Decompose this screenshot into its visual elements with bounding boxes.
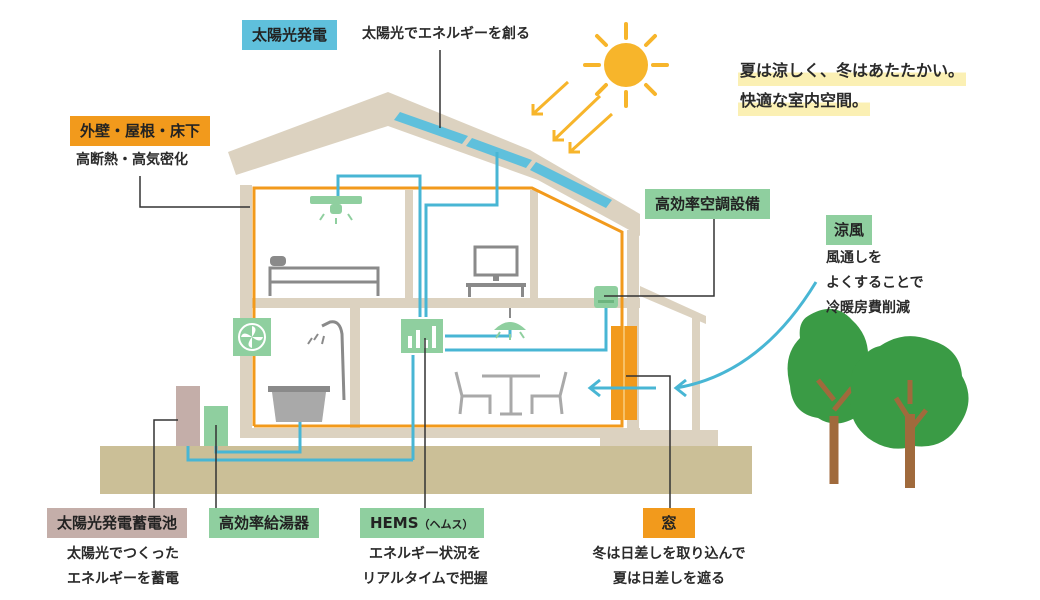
sunlight-arrows <box>531 80 614 154</box>
storage-battery <box>176 386 200 446</box>
bathtub-icon <box>268 386 330 422</box>
headline-line-2: 快適な室内空間。 <box>738 86 871 116</box>
hems-callout-title: HEMS（ヘムス） <box>360 508 484 538</box>
shower-icon <box>307 320 346 401</box>
headline: 夏は涼しく、冬はあたたかい。 快適な室内空間。 <box>738 56 967 116</box>
ventilation-fan-icon <box>233 318 271 356</box>
solar-panel-icon <box>394 112 612 208</box>
hems-monitor-icon <box>399 317 445 355</box>
solar-callout-text: 太陽光でエネルギーを創る <box>362 26 530 42</box>
aircon-callout-title: 高効率空調設備 <box>645 189 771 219</box>
ceiling-light-icon <box>310 196 362 224</box>
battery-callout-text: 太陽光でつくった エネルギーを蓄電 <box>67 546 179 587</box>
insulation-outline <box>252 186 624 428</box>
bed-icon <box>268 256 380 296</box>
breeze-callout-text: 風通しを よくすることで 冷暖房費削減 <box>826 250 924 316</box>
window-callout-title: 窓 <box>643 508 695 538</box>
tree-icon <box>787 308 872 484</box>
battery-callout-title: 太陽光発電蓄電池 <box>47 508 188 538</box>
breeze-arrows <box>587 281 818 398</box>
breeze-callout-title: 涼風 <box>826 215 873 245</box>
hems-callout-text: エネルギー状況を リアルタイムで把握 <box>362 546 488 587</box>
window <box>611 326 637 420</box>
water-heater-callout-title: 高効率給湯器 <box>209 508 320 538</box>
tree-icon <box>850 336 969 488</box>
walls-callout-text: 高断熱・高気密化 <box>76 152 188 168</box>
walls-callout-title: 外壁・屋根・床下 <box>70 116 211 146</box>
leader-lines <box>139 50 715 509</box>
solar-callout-title: 太陽光発電 <box>242 20 338 50</box>
pendant-lamp-icon <box>494 308 526 340</box>
sun-icon <box>583 22 669 108</box>
tv-desk-icon <box>466 245 526 297</box>
headline-line-1: 夏は涼しく、冬はあたたかい。 <box>738 56 967 86</box>
ground <box>100 446 752 494</box>
air-conditioner-icon <box>594 286 618 308</box>
dining-table-icon <box>454 371 568 416</box>
window-callout-text: 冬は日差しを取り込んで 夏は日差しを遮る <box>592 546 746 587</box>
